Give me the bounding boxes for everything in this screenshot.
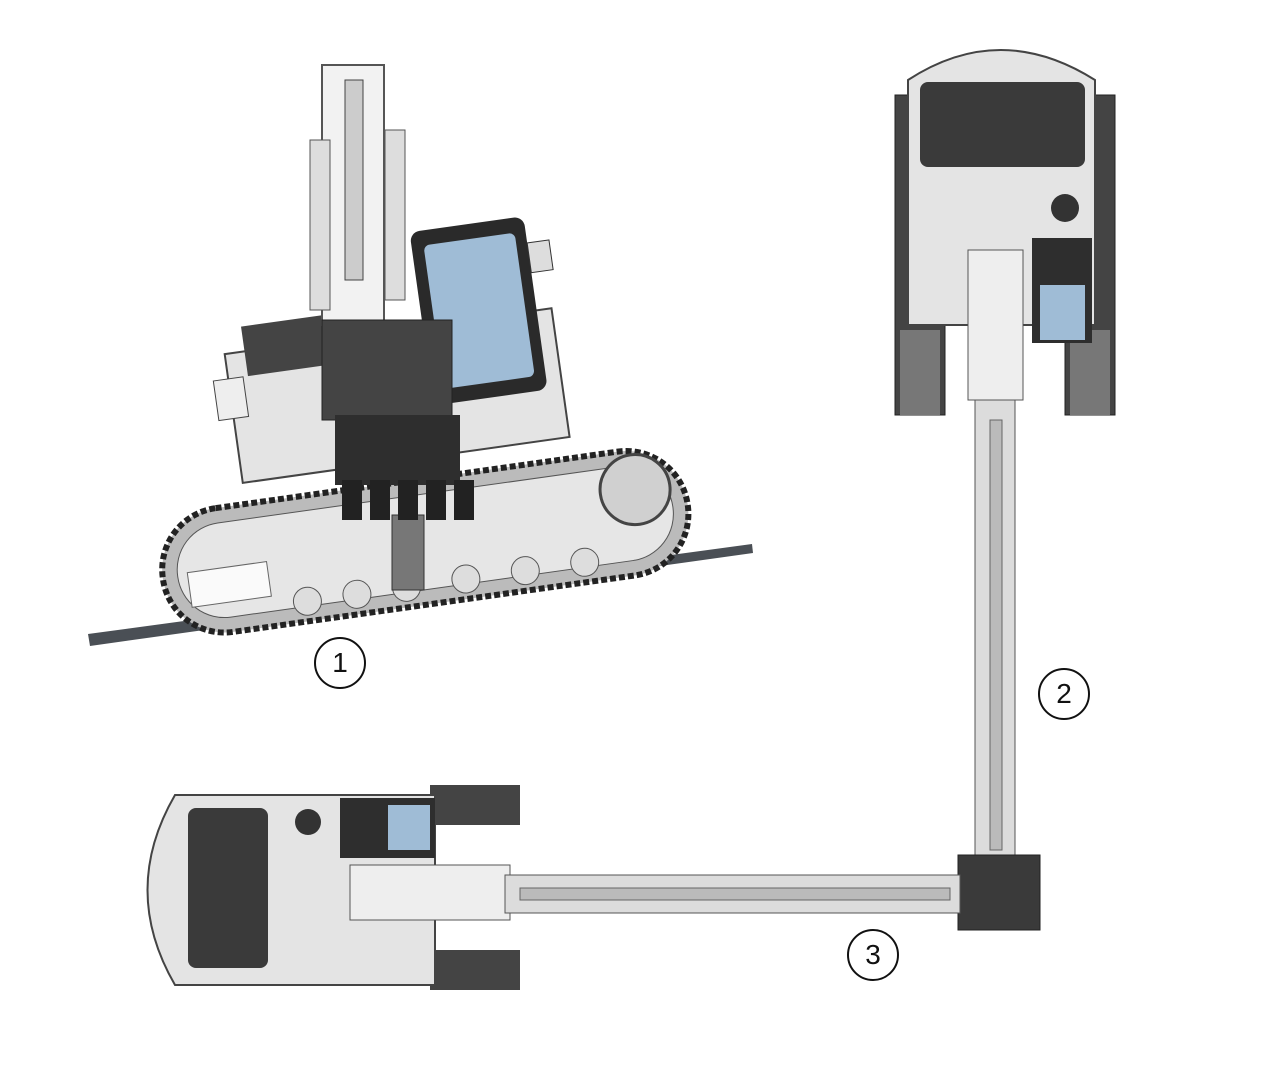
bottom-track — [430, 950, 520, 990]
blade — [391, 514, 425, 591]
boom — [309, 64, 406, 326]
excavator-top-view-forward — [894, 49, 1116, 931]
view-label-1: 1 — [314, 637, 366, 689]
top-track — [430, 785, 520, 825]
excavator-top-view-sideways — [146, 785, 961, 990]
bucket — [321, 319, 474, 520]
bucket — [957, 854, 1041, 931]
excavator-side-view — [88, 64, 753, 646]
cab-glass — [1040, 285, 1085, 340]
cab-glass — [388, 805, 430, 850]
view-label-3: 3 — [847, 929, 899, 981]
boom — [967, 249, 1024, 401]
boom — [349, 864, 511, 921]
view-label-2: 2 — [1038, 668, 1090, 720]
